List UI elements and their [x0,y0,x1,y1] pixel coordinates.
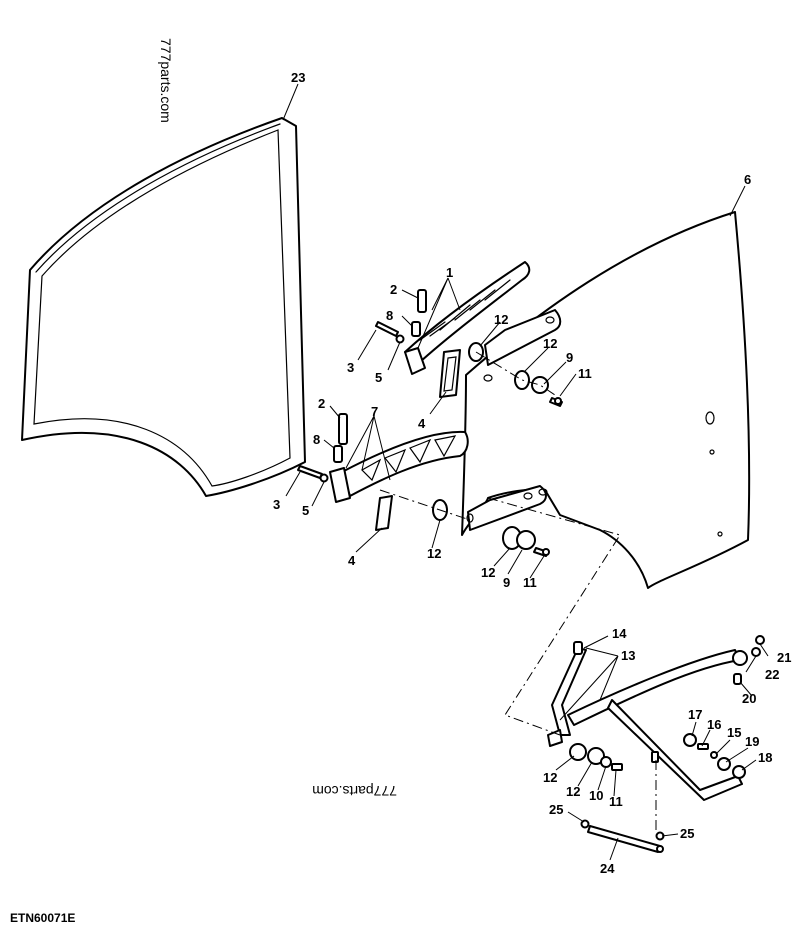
callout-11: 11 [523,575,537,590]
callout-14: 14 [612,626,627,641]
callout-20: 20 [742,691,756,706]
upper-hinge-assembly [375,261,563,407]
callout-19: 19 [745,734,759,749]
door-glass-panel [461,211,751,589]
callout-4: 4 [348,553,356,568]
callout-9: 9 [566,350,573,365]
callout-25: 25 [680,826,694,841]
callout-12: 12 [494,312,508,327]
callout-9: 9 [503,575,510,590]
callout-12: 12 [427,546,441,561]
callout-12: 12 [566,784,580,799]
callout-8: 8 [313,432,320,447]
callout-2: 2 [318,396,325,411]
callout-5: 5 [375,370,382,385]
callout-22: 22 [765,667,779,682]
callout-16: 16 [707,717,721,732]
callout-11: 11 [578,366,592,381]
callout-25: 25 [549,802,563,817]
callout-8: 8 [386,308,393,323]
callout-7: 7 [371,404,378,419]
callout-4: 4 [418,416,426,431]
callout-3: 3 [273,497,280,512]
callout-10: 10 [589,788,603,803]
handle-bar-assembly [547,635,765,801]
callout-11: 11 [609,794,623,809]
callout-13: 13 [621,648,635,663]
callout-3: 3 [347,360,354,375]
door-seal-frame [21,117,306,497]
callout-18: 18 [758,750,772,765]
callout-24: 24 [600,861,615,876]
callout-23: 23 [291,70,305,85]
callout-1: 1 [446,265,453,280]
callout-21: 21 [777,650,791,665]
callout-2: 2 [390,282,397,297]
callout-12: 12 [543,336,557,351]
leader-lines [282,83,769,861]
gas-strut [580,819,665,853]
callout-17: 17 [688,707,702,722]
callout-5: 5 [302,503,309,518]
watermark-vertical: 777parts.com [158,38,174,123]
callout-12: 12 [543,770,557,785]
watermark-inverted: 777parts.com [312,783,397,799]
callout-12: 12 [481,565,495,580]
callout-6: 6 [744,172,751,187]
figure-code: ETN60071E [10,911,75,925]
callout-15: 15 [727,725,741,740]
